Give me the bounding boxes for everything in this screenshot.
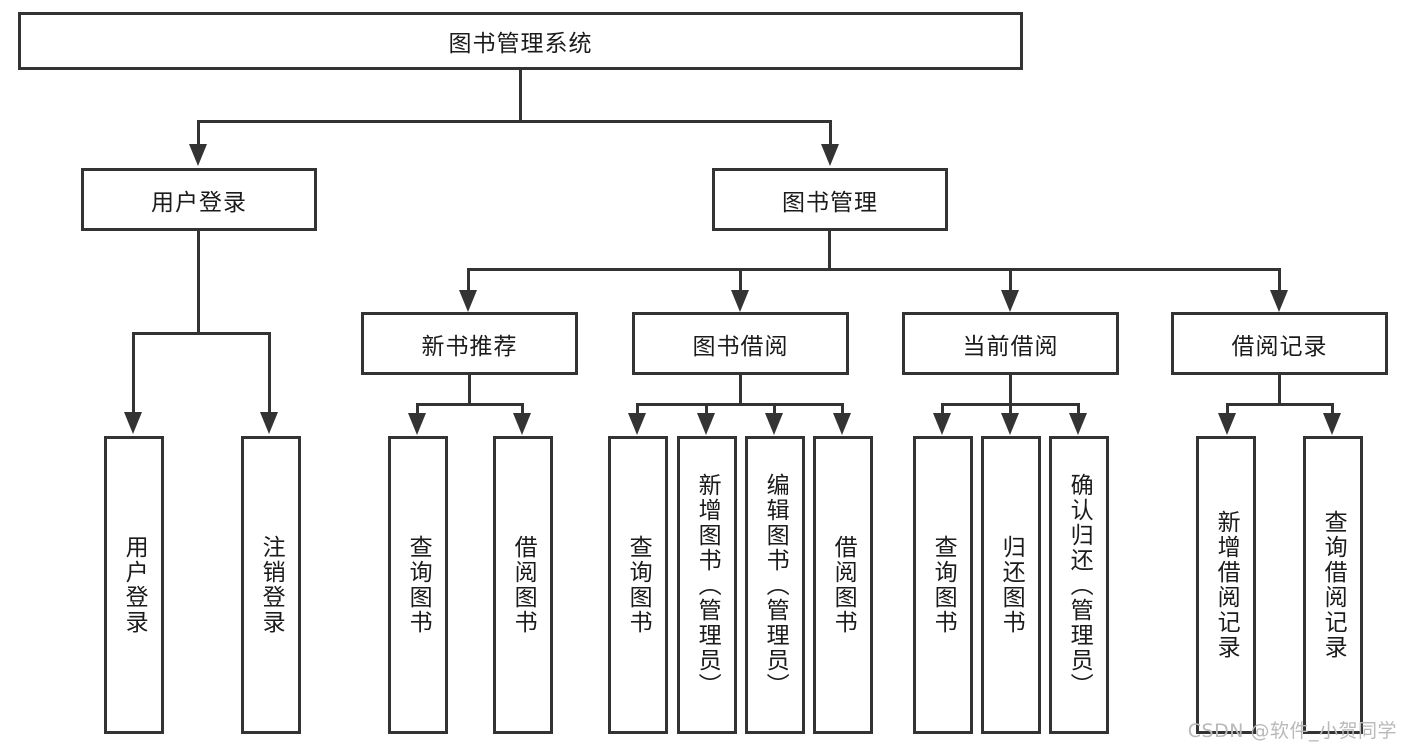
connector-current-stem [1009, 375, 1012, 405]
arrow-to-leaf-confirm-return [1069, 413, 1087, 435]
node-user-login[interactable]: 用户登录 [81, 168, 317, 231]
connector-current-drop-2 [1009, 403, 1012, 415]
leaf-edit-book-admin[interactable]: 编辑图书（管理员） [745, 436, 805, 734]
node-label: 查询图书 [930, 535, 957, 635]
connector-record-drop-1 [1226, 403, 1229, 415]
connector-borrow-drop-3 [773, 403, 776, 415]
node-new-book-recommend[interactable]: 新书推荐 [361, 312, 578, 375]
node-label: 用户登录 [121, 535, 148, 635]
connector-root-drop-right [829, 120, 832, 146]
connector-book-management-bus [467, 268, 1281, 271]
node-label: 新增图书（管理员） [694, 472, 721, 698]
arrow-to-leaf-borrow-book-2 [833, 413, 851, 435]
connector-recommend-stem [468, 375, 471, 405]
leaf-logout[interactable]: 注销登录 [241, 436, 301, 734]
arrow-to-leaf-borrow-book-1 [513, 413, 531, 435]
node-label: 图书管理 [782, 189, 878, 216]
arrow-to-leaf-query-book-3 [933, 413, 951, 435]
node-label: 编辑图书（管理员） [762, 472, 789, 698]
connector-user-login-bus [132, 332, 271, 335]
node-label: 查询借阅记录 [1320, 510, 1347, 660]
leaf-borrow-book[interactable]: 借阅图书 [813, 436, 873, 734]
node-label: 借阅图书 [830, 535, 857, 635]
arrow-to-leaf-add-record [1218, 413, 1236, 435]
arrow-to-leaf-user-login [124, 412, 142, 434]
leaf-borrow-book-recommend[interactable]: 借阅图书 [493, 436, 553, 734]
connector-book-management-stem [828, 231, 831, 271]
connector-borrow-drop-2 [705, 403, 708, 415]
node-label: 查询图书 [405, 535, 432, 635]
node-label: 借阅记录 [1231, 333, 1328, 360]
node-label: 用户登录 [151, 189, 247, 216]
connector-l3-drop-2 [739, 268, 742, 292]
node-book-borrow[interactable]: 图书借阅 [632, 312, 849, 375]
connector-l3-drop-3 [1009, 268, 1012, 292]
node-book-management[interactable]: 图书管理 [712, 168, 948, 231]
leaf-confirm-return-admin[interactable]: 确认归还（管理员） [1049, 436, 1109, 734]
node-label: 图书管理系统 [448, 31, 593, 57]
connector-current-drop-3 [1077, 403, 1080, 415]
connector-record-bus [1226, 403, 1334, 406]
leaf-query-book-current[interactable]: 查询图书 [913, 436, 973, 734]
arrow-to-current-borrow [1001, 290, 1019, 312]
connector-record-drop-2 [1331, 403, 1334, 415]
node-label: 查询图书 [625, 535, 652, 635]
connector-l3-drop-1 [467, 268, 470, 292]
arrow-to-leaf-query-book-2 [628, 413, 646, 435]
node-label: 新增借阅记录 [1213, 510, 1240, 660]
connector-borrow-stem [739, 375, 742, 405]
node-current-borrow[interactable]: 当前借阅 [902, 312, 1119, 375]
arrow-to-leaf-logout [260, 412, 278, 434]
connector-recommend-drop-2 [521, 403, 524, 415]
arrow-to-book-management [821, 144, 839, 166]
node-label: 确认归还（管理员） [1066, 472, 1093, 698]
leaf-query-borrow-record[interactable]: 查询借阅记录 [1303, 436, 1363, 734]
arrow-to-leaf-return-book [1001, 413, 1019, 435]
leaf-user-login[interactable]: 用户登录 [104, 436, 164, 734]
node-book-management-system[interactable]: 图书管理系统 [18, 12, 1023, 70]
connector-recommend-drop-1 [416, 403, 419, 415]
arrow-to-new-book-recommend [459, 290, 477, 312]
connector-root-bus [197, 120, 832, 123]
connector-recommend-bus [416, 403, 524, 406]
leaf-return-book[interactable]: 归还图书 [981, 436, 1041, 734]
leaf-query-book-borrow[interactable]: 查询图书 [608, 436, 668, 734]
node-label: 归还图书 [998, 535, 1025, 635]
connector-user-login-drop-1 [132, 332, 135, 414]
node-label: 新书推荐 [421, 333, 518, 360]
leaf-add-borrow-record[interactable]: 新增借阅记录 [1196, 436, 1256, 734]
node-label: 当前借阅 [962, 333, 1059, 360]
leaf-add-book-admin[interactable]: 新增图书（管理员） [677, 436, 737, 734]
connector-user-login-drop-2 [268, 332, 271, 414]
connector-root-drop-left [197, 120, 200, 146]
connector-current-drop-1 [941, 403, 944, 415]
connector-borrow-drop-1 [636, 403, 639, 415]
arrow-to-leaf-query-record [1323, 413, 1341, 435]
node-label: 图书借阅 [692, 333, 789, 360]
arrow-to-leaf-query-book-1 [408, 413, 426, 435]
arrow-to-borrow-record [1270, 290, 1288, 312]
connector-l3-drop-4 [1278, 268, 1281, 292]
connector-user-login-stem [197, 231, 200, 335]
connector-borrow-bus [636, 403, 844, 406]
arrow-to-book-borrow [731, 290, 749, 312]
arrow-to-leaf-edit-book [765, 413, 783, 435]
node-label: 借阅图书 [510, 535, 537, 635]
arrow-to-leaf-add-book [697, 413, 715, 435]
arrow-to-user-login [189, 144, 207, 166]
leaf-query-book-recommend[interactable]: 查询图书 [388, 436, 448, 734]
connector-borrow-drop-4 [841, 403, 844, 415]
connector-record-stem [1278, 375, 1281, 405]
node-label: 注销登录 [258, 535, 285, 635]
node-borrow-record[interactable]: 借阅记录 [1171, 312, 1388, 375]
connector-root-stem [519, 70, 522, 122]
csdn-watermark: CSDN @软件_小贺同学 [1187, 720, 1397, 742]
